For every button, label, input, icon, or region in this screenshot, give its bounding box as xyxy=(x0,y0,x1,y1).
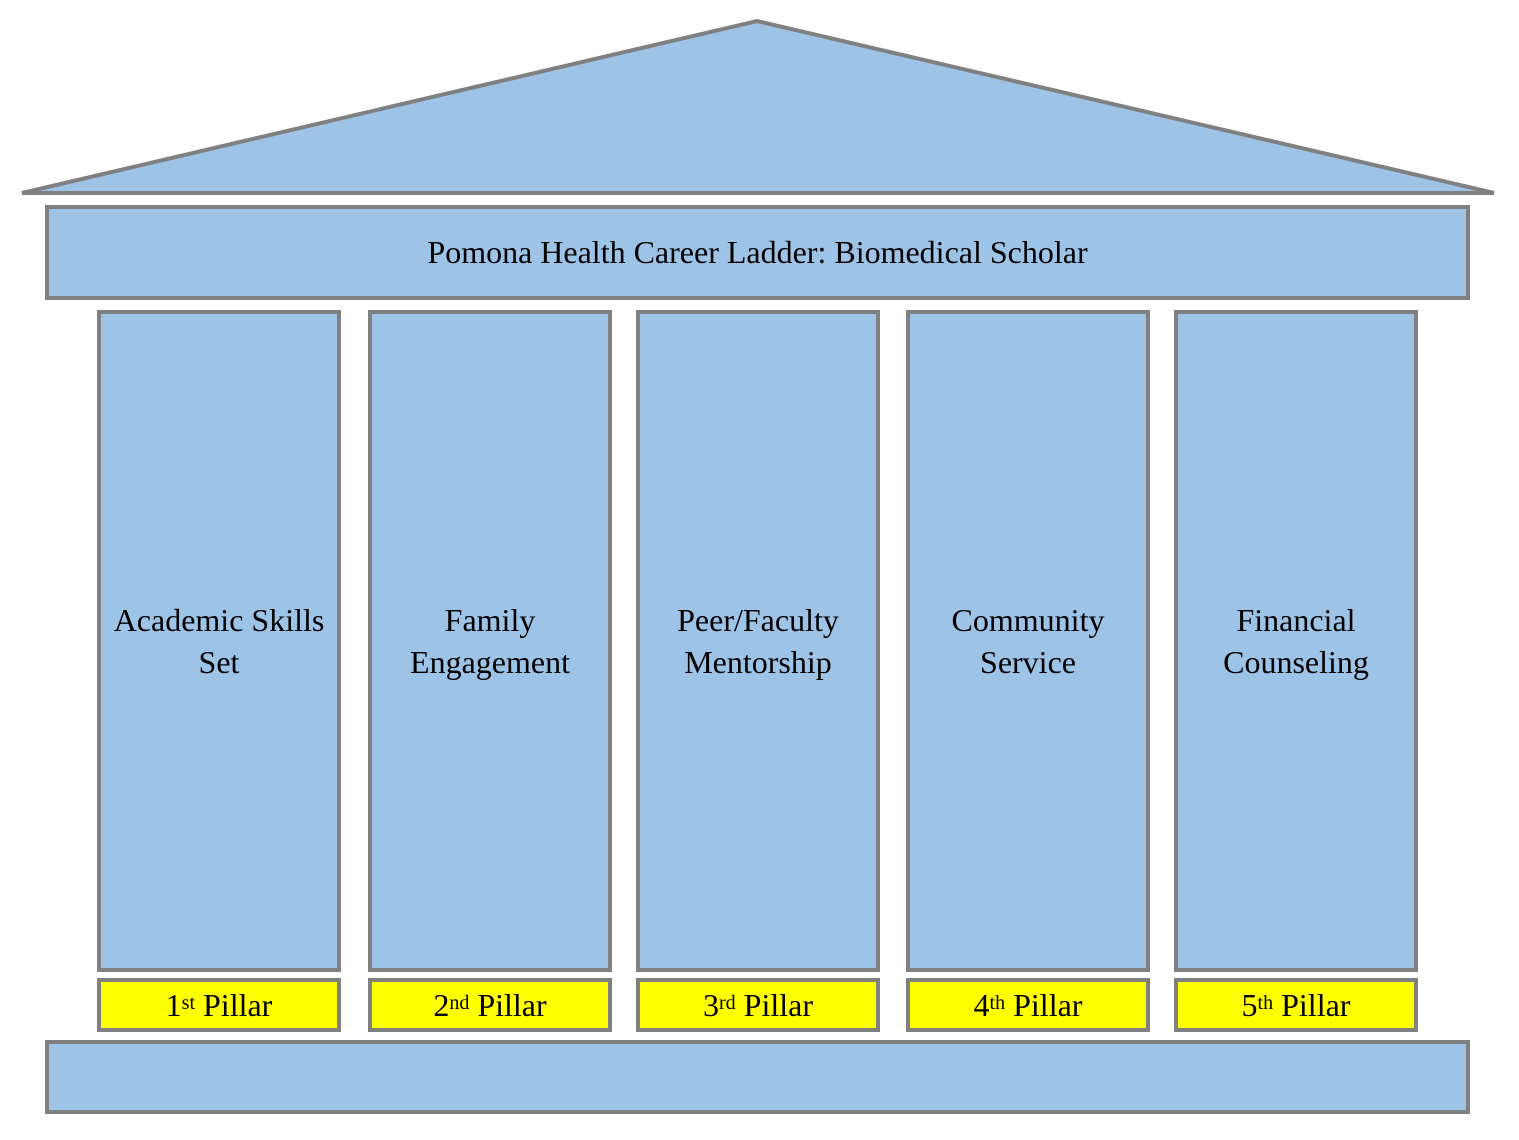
title-beam: Pomona Health Career Ladder: Biomedical … xyxy=(45,205,1470,300)
pillar-label-line2: Mentorship xyxy=(684,644,832,680)
pillar-label: Peer/Faculty Mentorship xyxy=(648,599,868,683)
pillar-family-engagement: Family Engagement xyxy=(368,310,612,972)
pillar-label: Community Service xyxy=(918,599,1138,683)
tag-word: Pillar xyxy=(1281,986,1351,1023)
tag-number: 2 xyxy=(433,986,450,1023)
pillar-label-line2: Engagement xyxy=(410,644,570,680)
tag-word: Pillar xyxy=(1013,986,1083,1023)
pillar-label: Financial Counseling xyxy=(1186,599,1406,683)
tag-number: 3 xyxy=(703,986,719,1023)
tag-number: 1 xyxy=(165,986,182,1023)
pillar-label: Academic Skills Set xyxy=(109,599,329,683)
roof-pediment xyxy=(21,18,1495,195)
pillar-label-line1: Community xyxy=(951,602,1105,638)
tag-number: 4 xyxy=(973,986,990,1023)
pillar-label: Family Engagement xyxy=(380,599,600,683)
pillar-label-line1: Financial xyxy=(1236,602,1356,638)
pillar-label-line1: Academic Skills xyxy=(113,602,325,638)
pillar-label-line1: Family xyxy=(444,602,536,638)
tag-number: 5 xyxy=(1241,986,1258,1023)
pillar-academic-skills: Academic Skills Set xyxy=(97,310,341,972)
tag-word: Pillar xyxy=(743,986,813,1023)
pillar-peer-faculty-mentorship: Peer/Faculty Mentorship xyxy=(636,310,880,972)
pillar-label-line2: Counseling xyxy=(1223,644,1369,680)
beam-title: Pomona Health Career Ladder: Biomedical … xyxy=(427,234,1088,270)
foundation-base xyxy=(45,1040,1470,1114)
pillar-label-line1: Peer/Faculty xyxy=(677,602,839,638)
pillar-label-line2: Service xyxy=(980,644,1076,680)
pillar-community-service: Community Service xyxy=(906,310,1150,972)
pillar-label-line2: Set xyxy=(198,644,240,680)
tag-word: Pillar xyxy=(477,986,547,1023)
tag-word: Pillar xyxy=(203,986,273,1023)
pillar-financial-counseling: Financial Counseling xyxy=(1174,310,1418,972)
